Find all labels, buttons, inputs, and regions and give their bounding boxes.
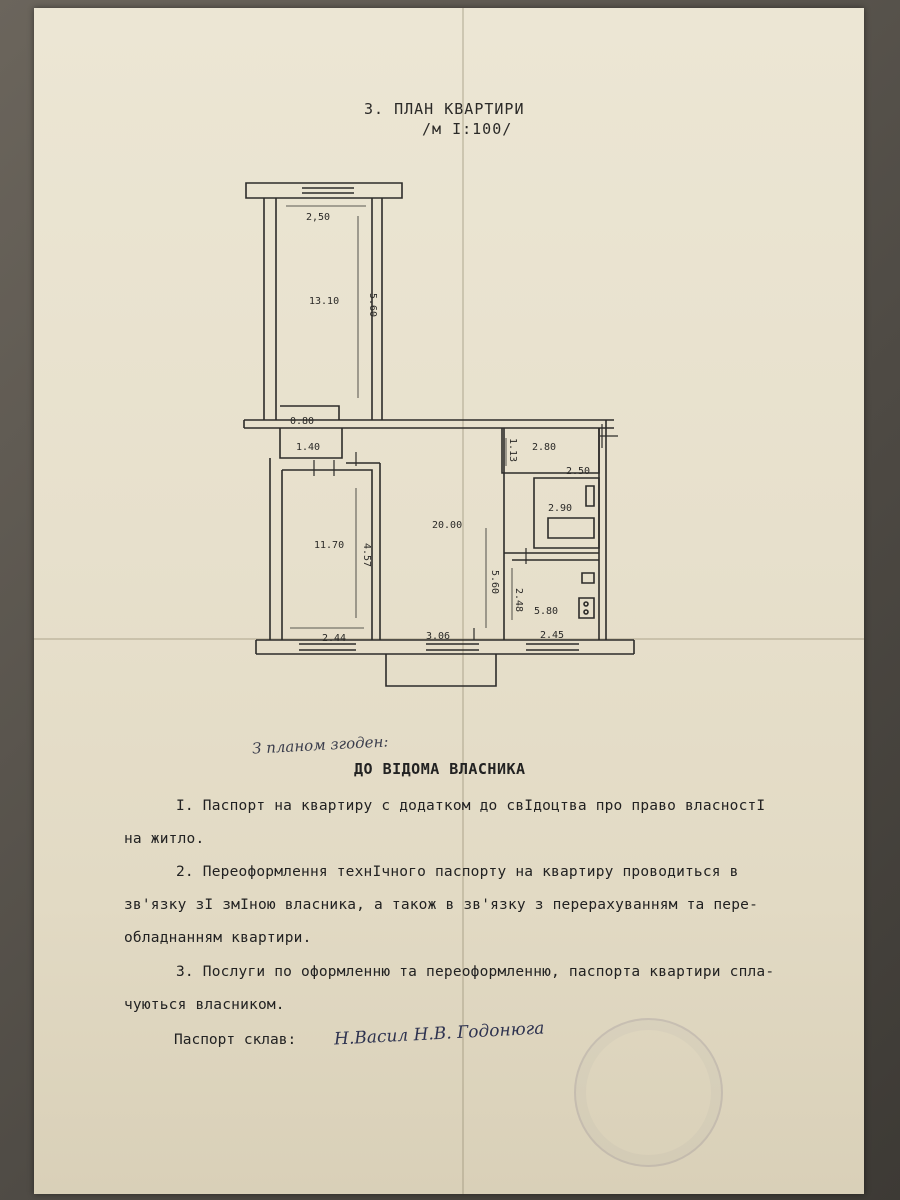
bath-box	[533, 477, 600, 549]
dim-wc-width: 1.13	[507, 438, 518, 462]
hall-box	[279, 428, 343, 459]
kitchen-top	[504, 552, 599, 561]
wall-middle	[244, 419, 614, 429]
handwritten-approval-note: З планом згоден:	[251, 732, 389, 758]
wall-top	[245, 182, 403, 199]
handwritten-signature: Н.Васил Н.В. Годонюга	[333, 1018, 545, 1050]
window-top	[302, 187, 354, 194]
notice-item-2: 2. Переоформлення технIчного паспорту на…	[124, 864, 759, 946]
bathtub	[547, 517, 595, 539]
plan-title-block: 3. ПЛАН КВАРТИРИ /м I:100/	[364, 100, 564, 138]
notice-item-1: I. Паспорт на квартиру с додатком до свI…	[124, 798, 766, 847]
dim-kitchen-width: 2.45	[540, 630, 564, 641]
passport-compiled-label: Паспорт склав:	[174, 1032, 297, 1048]
notice-item-3: 3. Послуги по оформленню та переоформлен…	[124, 964, 775, 1013]
dim-main-length: 5.60	[489, 570, 500, 594]
dim-kitchen-area: 5.80	[534, 606, 558, 617]
corridor-box	[280, 405, 340, 420]
sink-bath	[585, 485, 595, 507]
notice-heading: ДО ВІДОМА ВЛАСНИКА	[354, 760, 526, 778]
window-bottom-3	[526, 643, 579, 651]
balcony	[385, 654, 497, 687]
dim-main-width: 3.06	[426, 631, 450, 642]
window-bottom-1	[299, 643, 356, 651]
dim-kitchen-length: 2.48	[513, 588, 524, 612]
dim-room1-width: 2,50	[306, 212, 330, 223]
faded-stamp	[574, 1018, 723, 1167]
dim-bath-area: 2.90	[548, 503, 572, 514]
floor-plan: 2,50 13.10 5.60 0.80 1.40 11.70 4.57 2.4…	[243, 182, 635, 687]
sink-kitchen	[581, 572, 595, 584]
window-bottom-2	[426, 643, 479, 651]
fold-line-vertical	[462, 8, 464, 1194]
wall-bottom	[255, 639, 635, 655]
plan-scale: /м I:100/	[422, 120, 513, 138]
dim-hall-width: 1.40	[296, 442, 320, 453]
dim-room1-length: 5.60	[367, 293, 378, 317]
stove	[578, 597, 595, 619]
dim-main-area: 20.00	[432, 520, 462, 531]
plan-title: 3. ПЛАН КВАРТИРИ	[364, 100, 525, 118]
wall-right-outer	[598, 420, 607, 640]
room2-wall	[282, 469, 373, 640]
dim-room2-width: 2.44	[322, 633, 346, 644]
dim-room2-length: 4.57	[361, 543, 372, 567]
dim-room1-area: 13.10	[309, 296, 339, 307]
dim-wc-length: 2.80	[532, 442, 556, 453]
fold-line-horizontal	[34, 638, 864, 640]
dim-wc-side: 2.50	[566, 466, 590, 477]
dim-corridor: 0.80	[290, 416, 314, 427]
document-sheet: 3. ПЛАН КВАРТИРИ /м I:100/	[34, 8, 864, 1194]
dim-room2-area: 11.70	[314, 540, 344, 551]
